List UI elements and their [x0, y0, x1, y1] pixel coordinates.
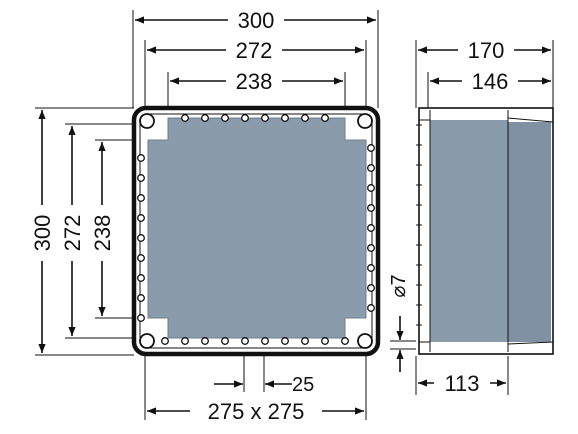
- inner-depth-label: 146: [472, 69, 509, 94]
- hole-diameter-label: ⌀7: [388, 274, 410, 297]
- corner-screw-icon: [139, 113, 155, 129]
- hole-icon: [137, 274, 145, 282]
- dim-window-width: 238: [170, 69, 343, 95]
- side-extension-lines: [390, 40, 554, 395]
- inner-width-label: 272: [236, 38, 273, 63]
- dim-mounting: 275 x 275: [147, 398, 364, 424]
- hole-icon: [301, 114, 309, 122]
- hole-icon: [241, 337, 249, 345]
- hole-row-top: [181, 114, 329, 122]
- outer-depth-label: 170: [468, 38, 505, 63]
- side-tick-marks: [416, 124, 422, 326]
- hole-icon: [137, 194, 145, 202]
- hole-icon: [221, 114, 229, 122]
- side-lid-panel: [508, 122, 551, 342]
- inner-height-label: 272: [60, 215, 85, 252]
- hole-icon: [367, 224, 375, 232]
- hole-icon: [301, 337, 309, 345]
- hole-icon: [137, 234, 145, 242]
- side-base-panel: [430, 120, 508, 342]
- hole-icon: [241, 114, 249, 122]
- hole-icon: [201, 114, 209, 122]
- hole-icon: [367, 164, 375, 172]
- dim-inner-depth: 146: [430, 69, 551, 95]
- front-view: 300 272 238 300 272 238: [29, 8, 381, 424]
- hole-row-bottom: [161, 337, 349, 345]
- dim-outer-height: 300: [29, 110, 55, 353]
- hole-icon: [161, 337, 169, 345]
- hole-icon: [137, 314, 145, 322]
- outer-height-label: 300: [30, 215, 55, 252]
- hole-icon: [181, 337, 189, 345]
- hole-icon: [367, 204, 375, 212]
- dim-inner-height: 272: [59, 126, 85, 336]
- hole-icon: [281, 337, 289, 345]
- corner-screw-icon: [357, 333, 373, 349]
- dim-hole-diameter: ⌀7: [388, 274, 410, 372]
- dim-outer-width: 300: [135, 8, 376, 34]
- corner-screw-icon: [357, 113, 373, 129]
- corner-screw-icon: [139, 333, 155, 349]
- hole-pitch-label: 25: [292, 374, 314, 396]
- hole-icon: [137, 254, 145, 262]
- hole-icon: [281, 114, 289, 122]
- hole-icon: [137, 154, 145, 162]
- hole-icon: [341, 337, 349, 345]
- dim-base-depth: 113: [418, 371, 506, 397]
- hole-icon: [367, 304, 375, 312]
- hole-icon: [261, 114, 269, 122]
- hole-icon: [201, 337, 209, 345]
- outer-width-label: 300: [238, 8, 275, 33]
- hole-icon: [221, 337, 229, 345]
- dim-inner-width: 272: [147, 38, 364, 64]
- hole-icon: [367, 284, 375, 292]
- hole-icon: [321, 114, 329, 122]
- hole-icon: [137, 214, 145, 222]
- hole-icon: [321, 337, 329, 345]
- dim-window-height: 238: [89, 142, 115, 316]
- base-depth-label: 113: [444, 371, 479, 396]
- hole-column-right: [367, 144, 375, 312]
- hole-icon: [367, 264, 375, 272]
- window-height-label: 238: [90, 215, 115, 252]
- extension-lines: [35, 10, 379, 420]
- hole-icon: [367, 184, 375, 192]
- mounting-label: 275 x 275: [208, 399, 305, 424]
- hole-icon: [367, 244, 375, 252]
- hole-icon: [261, 337, 269, 345]
- hole-icon: [137, 174, 145, 182]
- hole-column-left: [137, 154, 145, 322]
- side-view: 170 146 113 ⌀7: [388, 38, 554, 397]
- window-width-label: 238: [236, 69, 273, 94]
- dim-hole-pitch: 25: [214, 374, 314, 396]
- hole-icon: [137, 294, 145, 302]
- lid-panel: [147, 117, 367, 339]
- dim-outer-depth: 170: [418, 38, 551, 64]
- hole-icon: [181, 114, 189, 122]
- hole-icon: [367, 144, 375, 152]
